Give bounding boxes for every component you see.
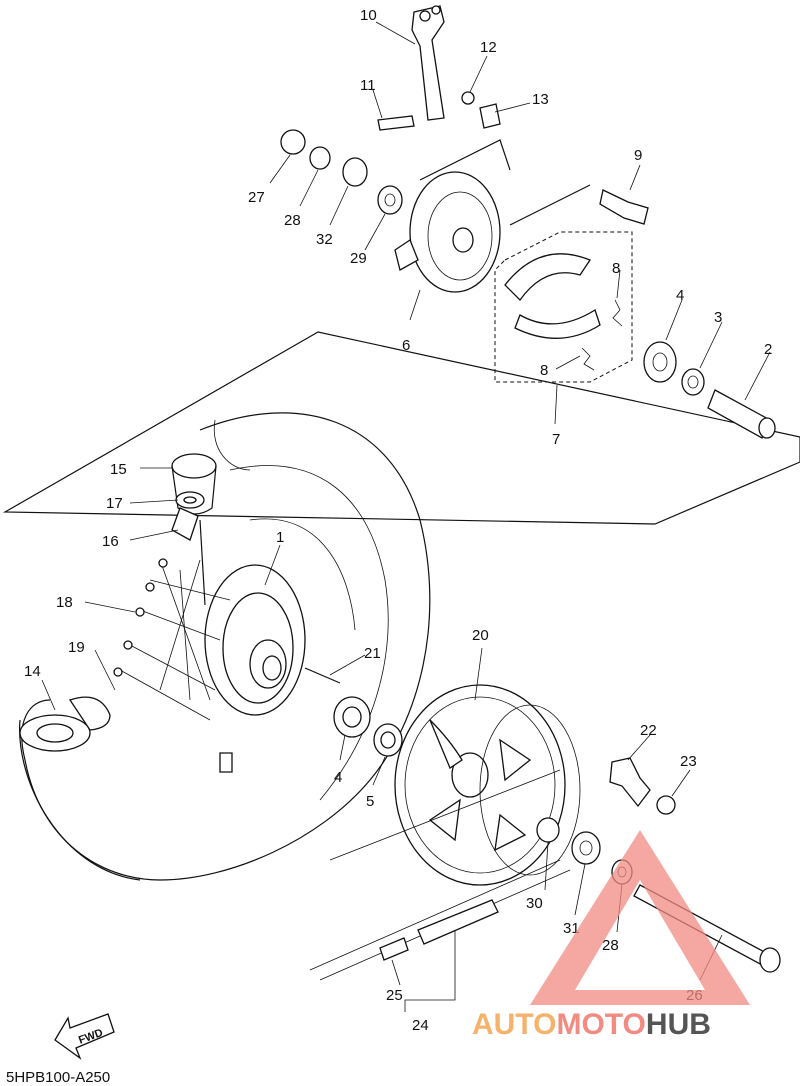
- label-30: 30: [526, 895, 543, 912]
- lower-bearings: [333, 696, 403, 757]
- label-12: 12: [480, 39, 497, 56]
- assembly-boundary: [2, 331, 800, 525]
- label-11: 11: [360, 77, 376, 94]
- label-32: 32: [316, 231, 333, 248]
- upper-bearings: [643, 341, 776, 439]
- watermark-auto: AUTO: [472, 1008, 556, 1041]
- label-7: 7: [552, 431, 560, 448]
- stud-21: [304, 667, 341, 684]
- label-29: 29: [350, 250, 367, 267]
- label-24: 24: [412, 1017, 429, 1034]
- label-22: 22: [640, 722, 657, 739]
- brake-panel: [394, 139, 591, 293]
- label-5: 5: [366, 793, 374, 810]
- label-28-bottom: 28: [602, 937, 619, 954]
- label-4-top: 4: [676, 287, 684, 304]
- label-1: 1: [276, 529, 284, 546]
- diagram-code: 5HPB100-A250: [6, 1069, 110, 1086]
- label-8-top: 8: [612, 260, 620, 277]
- label-16: 16: [102, 533, 119, 550]
- wheel-hub: [68, 558, 306, 773]
- label-27: 27: [248, 189, 265, 206]
- label-28-top: 28: [284, 212, 301, 229]
- label-23: 23: [680, 753, 697, 770]
- svg-text:AUTOMOTOHUB: AUTOMOTOHUB: [472, 1008, 711, 1041]
- label-20: 20: [472, 627, 489, 644]
- label-4-bottom: 4: [334, 769, 342, 786]
- brake-camshaft: [599, 189, 649, 225]
- label-19: 19: [68, 639, 85, 656]
- label-18: 18: [56, 594, 73, 611]
- brake-lever-parts: [280, 5, 501, 215]
- label-25: 25: [386, 987, 403, 1004]
- tire: [19, 412, 431, 881]
- tube-valve-parts: [171, 453, 217, 606]
- drive-chain: [309, 769, 571, 981]
- fwd-arrow: FWD: [54, 1013, 115, 1060]
- label-8-bottom: 8: [540, 362, 548, 379]
- watermark-triangle-icon: [530, 830, 750, 1005]
- automotohub-watermark: AUTOMOTOHUB: [472, 830, 750, 1041]
- watermark-hub: HUB: [646, 1008, 711, 1041]
- rear-sprocket: [394, 684, 581, 886]
- label-15: 15: [110, 461, 127, 478]
- brake-shoes-group: [494, 231, 633, 383]
- label-9: 9: [634, 147, 642, 164]
- label-3: 3: [714, 309, 722, 326]
- label-2: 2: [764, 341, 772, 358]
- label-14: 14: [24, 663, 41, 680]
- label-13: 13: [532, 91, 549, 108]
- chain-adjuster: [609, 757, 676, 815]
- label-17: 17: [106, 495, 123, 512]
- label-10: 10: [360, 7, 377, 24]
- label-6: 6: [402, 337, 410, 354]
- watermark-moto: MOTO: [556, 1008, 645, 1041]
- label-21: 21: [364, 645, 381, 662]
